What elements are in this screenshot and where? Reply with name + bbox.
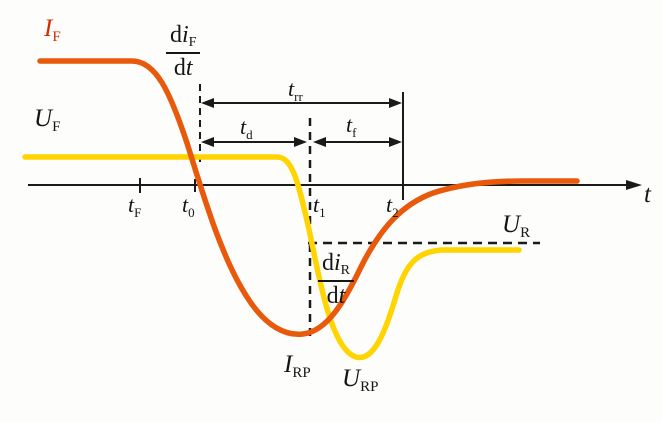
- t-f-arrowhead-right: [389, 137, 402, 147]
- label-t0: t0: [182, 192, 195, 220]
- dir-dt-numerator: diR: [318, 250, 355, 282]
- label-peak-reverse-voltage: URP: [342, 365, 379, 395]
- dir-dt-label: diR dt: [318, 250, 355, 310]
- label-t-d: td: [240, 114, 253, 142]
- t-f-arrowhead-left: [313, 137, 326, 147]
- label-reverse-voltage: UR: [502, 211, 531, 241]
- time-axis-arrowhead: [626, 180, 642, 190]
- dif-dt-denominator: dt: [173, 54, 193, 81]
- voltage-curve: [22, 154, 522, 361]
- dir-dt-denominator: dt: [326, 282, 346, 309]
- t-d-arrowhead-left: [201, 137, 214, 147]
- label-time-axis: t: [644, 181, 651, 208]
- label-forward-current-sub: F: [52, 29, 61, 45]
- label-t-forward: tF: [128, 192, 142, 220]
- label-t-f: tf: [346, 112, 357, 140]
- label-peak-reverse-current: IRP: [284, 351, 311, 381]
- t-d-arrowhead-right: [294, 137, 307, 147]
- t-rr-arrowhead-left: [201, 98, 214, 108]
- dif-dt-numerator: diF: [166, 22, 201, 54]
- label-forward-voltage: UF: [34, 105, 61, 135]
- label-forward-current: IF: [44, 16, 61, 45]
- t-rr-arrowhead-right: [389, 98, 402, 108]
- dif-dt-label: diF dt: [166, 22, 201, 82]
- label-t2: t2: [386, 192, 399, 220]
- label-t-rr: trr: [288, 76, 303, 104]
- label-forward-current-main: I: [44, 15, 53, 42]
- current-curve: [37, 58, 580, 337]
- label-t1: t1: [313, 192, 326, 220]
